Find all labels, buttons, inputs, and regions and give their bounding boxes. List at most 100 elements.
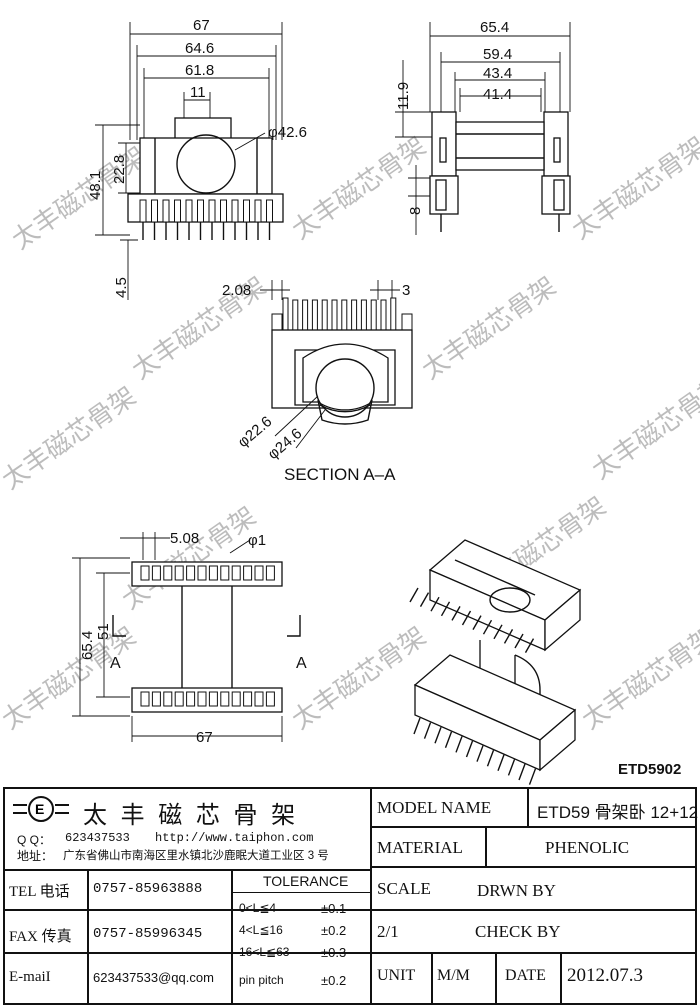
model-name-value: ETD59 骨架卧 12+12 xyxy=(537,803,699,822)
dim-label: 5.08 xyxy=(170,530,199,547)
pin xyxy=(220,199,227,223)
front-view: 67 64.6 61.8 11 48.1 22.8 4.5 φ42.6 xyxy=(87,17,307,300)
pin xyxy=(140,565,150,581)
watermark: 太丰磁芯骨架 xyxy=(566,131,700,245)
pin xyxy=(444,731,453,749)
email-address: 623437533@qq.com xyxy=(93,970,214,985)
pin xyxy=(174,691,184,707)
dim-label: 11 xyxy=(190,84,206,101)
dim-label: 4.5 xyxy=(113,277,130,298)
model-name-label: MODEL NAME xyxy=(377,798,492,817)
fax-label: FAX 传真 xyxy=(9,929,72,945)
section-marker: A xyxy=(296,655,307,672)
pin xyxy=(476,745,484,762)
pin xyxy=(419,592,430,607)
dim-label: 8 xyxy=(407,207,424,215)
dim-label: 51 xyxy=(95,623,112,640)
dim-label: 43.4 xyxy=(483,65,512,82)
watermark-layer: 太丰磁芯骨架 太丰磁芯骨架 太丰磁芯骨架 太丰磁芯骨架 太丰磁芯骨架 太丰磁芯骨… xyxy=(0,131,700,735)
pin xyxy=(351,299,358,335)
pin xyxy=(423,722,432,739)
pin-row xyxy=(271,297,413,335)
pin xyxy=(465,740,474,758)
pin xyxy=(243,199,250,223)
dim-label: 67 xyxy=(193,17,210,34)
date-value: 2012.07.3 xyxy=(567,965,643,986)
svg-text:E: E xyxy=(35,801,44,817)
watermark: 太丰磁芯骨架 xyxy=(286,131,431,245)
dim-label: 41.4 xyxy=(483,86,512,103)
scale-value: 2/1 xyxy=(377,922,399,941)
pin xyxy=(197,199,204,223)
company-name: 太 丰 磁 芯 骨 架 xyxy=(83,801,299,829)
pin-row xyxy=(140,565,275,707)
dim-label: φ42.6 xyxy=(268,124,307,141)
pin xyxy=(370,299,377,335)
material-value: PHENOLIC xyxy=(545,838,630,857)
dim-label: 22.8 xyxy=(111,155,128,184)
pin xyxy=(254,565,264,581)
pin xyxy=(497,754,505,772)
dim-label: 11.9 xyxy=(395,82,412,110)
title-block: E 太 丰 磁 芯 骨 架 Q Q： 623437533 http://www.… xyxy=(3,787,699,1005)
pin xyxy=(243,565,253,581)
address-label: 地址： xyxy=(17,849,54,863)
side-view: 65.4 59.4 43.4 41.4 11.9 8 xyxy=(395,19,571,235)
pin xyxy=(493,624,503,640)
dim-label: φ1 xyxy=(248,532,266,549)
watermark: 太丰磁芯骨架 xyxy=(586,371,700,485)
watermark: 太丰磁芯骨架 xyxy=(116,501,261,615)
pin xyxy=(197,691,207,707)
material-label: MATERIAL xyxy=(377,838,463,857)
pin xyxy=(311,299,318,335)
qq-number: 623437533 xyxy=(65,831,130,845)
pin xyxy=(434,726,442,744)
pin xyxy=(186,565,196,581)
pin xyxy=(139,199,147,223)
pin xyxy=(254,691,264,707)
tolerance-label: TOLERANCE xyxy=(263,873,349,889)
pin xyxy=(197,565,207,581)
pin xyxy=(360,299,367,335)
tolerance-range: pin pitch xyxy=(239,973,284,987)
watermark: 太丰磁芯骨架 xyxy=(286,621,431,735)
pin xyxy=(380,299,387,335)
pin xyxy=(162,199,170,223)
pin xyxy=(507,759,516,776)
pin xyxy=(163,565,173,581)
pin xyxy=(302,299,309,335)
pin xyxy=(440,601,451,617)
website-link[interactable]: http://www.taiphon.com xyxy=(155,831,314,845)
model-code: ETD5902 xyxy=(618,761,681,778)
pin xyxy=(220,565,230,581)
pin xyxy=(430,596,440,612)
dim-label: 48.1 xyxy=(87,171,104,200)
pin xyxy=(174,565,184,581)
pin-row xyxy=(139,199,273,240)
check-by-label: CHECK BY xyxy=(475,922,561,941)
email-label: E-maiI xyxy=(9,969,51,985)
pin xyxy=(265,691,275,707)
scale-label: SCALE xyxy=(377,879,431,898)
dim-label: 59.4 xyxy=(483,46,512,63)
address-text: 广东省佛山市南海区里水镇北沙鹿眠大道工业区 3 号 xyxy=(63,850,329,862)
pin xyxy=(151,199,158,223)
pin xyxy=(518,763,526,781)
watermark: 太丰磁芯骨架 xyxy=(0,621,141,735)
dim-label: 61.8 xyxy=(185,62,214,79)
unit-value: M/M xyxy=(437,967,470,984)
pin xyxy=(524,638,535,653)
pin xyxy=(231,691,241,707)
watermark: 太丰磁芯骨架 xyxy=(576,621,700,735)
section-marker: A xyxy=(110,655,121,672)
pin xyxy=(292,299,299,335)
fax-number: 0757-85996345 xyxy=(93,926,203,942)
pin xyxy=(265,565,275,581)
pin xyxy=(243,691,253,707)
pin xyxy=(208,199,216,223)
pin xyxy=(186,691,196,707)
pin xyxy=(409,587,419,603)
watermark: 太丰磁芯骨架 xyxy=(416,271,561,385)
pin xyxy=(482,619,493,635)
